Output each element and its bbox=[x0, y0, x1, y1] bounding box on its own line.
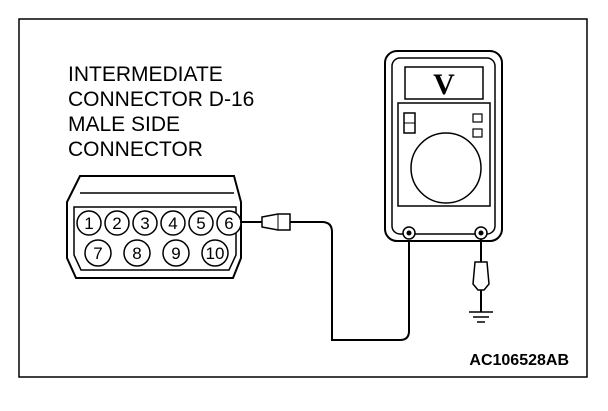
connector-pin-5 bbox=[188, 210, 214, 236]
connector-pin-10 bbox=[201, 239, 229, 267]
connector-face bbox=[73, 206, 237, 271]
connector-pin-label-9: 9 bbox=[171, 244, 180, 263]
connector-pin-7 bbox=[84, 239, 112, 267]
ground-icon bbox=[469, 311, 493, 323]
meter-button-2 bbox=[472, 128, 483, 138]
meter-display bbox=[404, 66, 484, 100]
connector-pin-label-6: 6 bbox=[224, 214, 233, 233]
test-lead-wire bbox=[290, 221, 410, 341]
connector-pin-2 bbox=[104, 210, 130, 236]
label-line-2: CONNECTOR D-16 bbox=[68, 88, 254, 111]
label-line-1: INTERMEDIATE bbox=[68, 63, 223, 86]
label-line-3: MALE SIDE bbox=[68, 113, 180, 136]
meter-com-jack-center bbox=[406, 230, 412, 236]
meter-panel bbox=[397, 102, 491, 207]
connector-pin-8 bbox=[123, 239, 151, 267]
connector-pin-label-4: 4 bbox=[168, 214, 177, 233]
meter-rotary-dial bbox=[410, 132, 482, 204]
meter-v-jack-center bbox=[478, 230, 484, 236]
connector-pin-label-7: 7 bbox=[93, 244, 102, 263]
pin-row-bottom: 7 8 9 10 bbox=[84, 239, 229, 267]
connector-pin-9 bbox=[162, 239, 190, 267]
connector-pin-label-1: 1 bbox=[84, 214, 93, 233]
label-line-4: CONNECTOR bbox=[68, 138, 203, 161]
probe-handle bbox=[261, 213, 291, 231]
connector-pin-3 bbox=[132, 210, 158, 236]
ground-probe-handle bbox=[472, 261, 490, 291]
ground-probe bbox=[472, 239, 490, 312]
meter-button-1 bbox=[472, 113, 483, 123]
connector-pin-1 bbox=[76, 210, 102, 236]
figure-id: AC106528AB bbox=[469, 352, 569, 369]
meter-body-inner bbox=[391, 57, 496, 235]
meter-mode-symbol: V bbox=[433, 68, 455, 101]
multimeter: V bbox=[384, 50, 503, 242]
connector-pin-label-8: 8 bbox=[132, 244, 141, 263]
figure-frame bbox=[18, 18, 588, 378]
red-probe bbox=[240, 213, 291, 231]
connector-pin-label-2: 2 bbox=[112, 214, 121, 233]
connector-pin-label-3: 3 bbox=[140, 214, 149, 233]
connector-pin-label-10: 10 bbox=[206, 244, 225, 263]
connector-label: INTERMEDIATE CONNECTOR D-16 MALE SIDE CO… bbox=[68, 63, 254, 161]
connector-pin-4 bbox=[160, 210, 186, 236]
connector-pin-label-5: 5 bbox=[196, 214, 205, 233]
